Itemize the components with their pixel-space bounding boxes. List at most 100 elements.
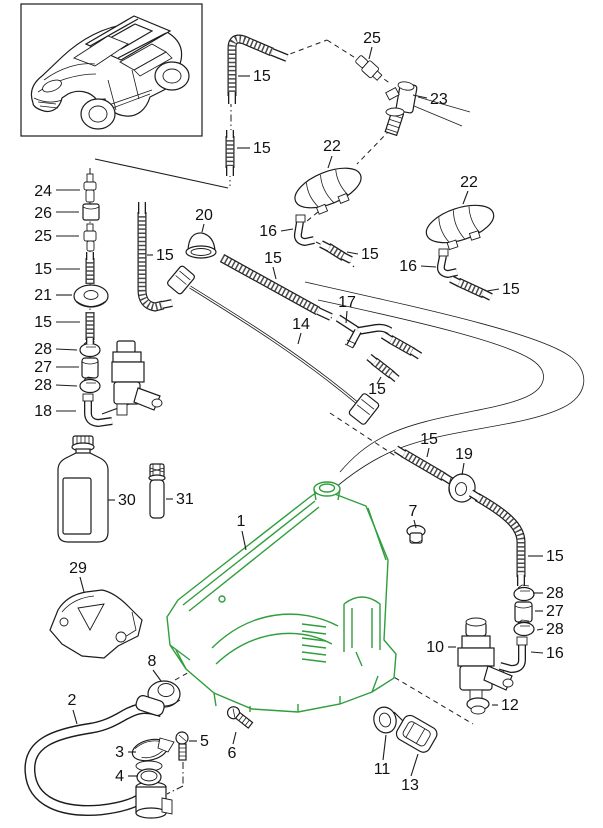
- part-label-30: 30: [118, 492, 136, 509]
- part-29-bracket: [49, 589, 143, 659]
- construction-line: [326, 39, 358, 60]
- part-label-28: 28: [546, 585, 564, 602]
- construction-line: [94, 158, 229, 189]
- part-16-elbow-chain: [498, 636, 528, 674]
- leader-line: [55, 348, 78, 351]
- part-11-seal-ring: [373, 706, 397, 734]
- part-15-hose-diagonal: [222, 258, 333, 321]
- construction-line: [417, 96, 471, 113]
- part-31-additive-bottle: [148, 463, 166, 519]
- part-label-1: 1: [237, 513, 246, 530]
- part-6-screw: [226, 706, 254, 729]
- part-label-15: 15: [502, 281, 520, 298]
- leader-line: [461, 462, 465, 476]
- part-label-28: 28: [34, 377, 52, 394]
- part-label-20: 20: [195, 207, 213, 224]
- part-7-bolt: [406, 524, 426, 544]
- part-28-clamp-right-b: [513, 619, 535, 637]
- part-label-10: 10: [426, 639, 444, 656]
- part-label-7: 7: [409, 503, 418, 520]
- part-24-nozzle: [83, 173, 97, 203]
- part-label-6: 6: [228, 745, 237, 762]
- car-illustration: [30, 15, 190, 130]
- part-17-y-connector: [335, 314, 393, 349]
- leader-line: [272, 266, 277, 280]
- part-30-fluid-bottle: [57, 435, 109, 543]
- part-22-jet-left: [294, 167, 362, 215]
- part-label-16: 16: [399, 258, 417, 275]
- part-label-15: 15: [361, 246, 379, 263]
- part-label-15: 15: [264, 250, 282, 267]
- part-12-grommet: [466, 697, 490, 715]
- part-label-13: 13: [401, 777, 419, 794]
- leader-line: [327, 155, 333, 169]
- part-13-level-sensor: [393, 711, 438, 753]
- leader-line: [345, 310, 348, 324]
- part-label-26: 26: [34, 205, 52, 222]
- leader-line: [368, 46, 373, 60]
- leader-line: [426, 447, 430, 458]
- part-15-seg-e: [393, 445, 454, 485]
- leader-line: [536, 628, 544, 631]
- part-label-24: 24: [34, 183, 52, 200]
- part-15-hose-right-j: [468, 489, 521, 586]
- construction-line: [281, 39, 328, 58]
- part-21-grommet: [73, 284, 109, 308]
- part-label-17: 17: [338, 294, 356, 311]
- part-28-clamp-right-a: [513, 584, 535, 602]
- leader-line: [412, 94, 428, 99]
- part-label-21: 21: [34, 287, 52, 304]
- left-washer-pump: [111, 340, 163, 416]
- part-16-elbow-right: [436, 248, 458, 279]
- leader-line: [72, 709, 78, 725]
- leader-line: [376, 376, 382, 385]
- part-label-25: 25: [363, 30, 381, 47]
- construction-line: [329, 412, 398, 458]
- part-27-sleeve-right: [514, 601, 533, 623]
- part-label-15: 15: [34, 261, 52, 278]
- part-label-14: 14: [292, 316, 310, 333]
- leader-line: [410, 753, 419, 777]
- leader-line: [55, 384, 78, 387]
- leader-line: [462, 190, 469, 205]
- part-label-2: 2: [68, 692, 77, 709]
- leader-line: [346, 251, 359, 255]
- part-label-19: 19: [455, 446, 473, 463]
- part-label-15: 15: [546, 548, 564, 565]
- part-5-screw: [175, 731, 189, 761]
- part-label-22: 22: [460, 174, 478, 191]
- part-label-8: 8: [148, 653, 157, 670]
- part-23-fitting: [384, 81, 418, 137]
- part-4-seal-ring: [136, 768, 162, 786]
- part-label-11: 11: [374, 761, 391, 778]
- part-label-25: 25: [34, 228, 52, 245]
- part-2-filler-hose: [24, 695, 173, 819]
- part-label-15: 15: [34, 314, 52, 331]
- leader-line: [530, 651, 544, 654]
- part-26-sleeve: [82, 203, 100, 221]
- construction-line: [413, 105, 463, 127]
- part-label-16: 16: [546, 645, 564, 662]
- part-3-cap: [131, 737, 175, 772]
- part-label-23: 23: [430, 91, 448, 108]
- car-inset: [20, 3, 203, 137]
- part-22-jet-right: [425, 204, 495, 251]
- part-15-seg-d: [366, 353, 400, 383]
- construction-line: [306, 211, 319, 222]
- part-28-clamp-left-b: [79, 376, 101, 394]
- part-20-grommet: [185, 232, 217, 259]
- leader-line: [486, 288, 500, 292]
- part-15-seg-b: [449, 275, 493, 301]
- part-25-connector: [83, 223, 97, 252]
- leader-line: [79, 576, 85, 593]
- leader-line: [201, 223, 205, 233]
- part-14-hose-assembly: [167, 265, 380, 425]
- part-27-sleeve-left: [81, 357, 99, 379]
- part-15-hose-top-j: [232, 39, 289, 104]
- routing-curves: [304, 281, 585, 513]
- part-label-12: 12: [501, 697, 519, 714]
- construction-line: [386, 672, 474, 725]
- part-25-nozzle-top: [355, 55, 383, 81]
